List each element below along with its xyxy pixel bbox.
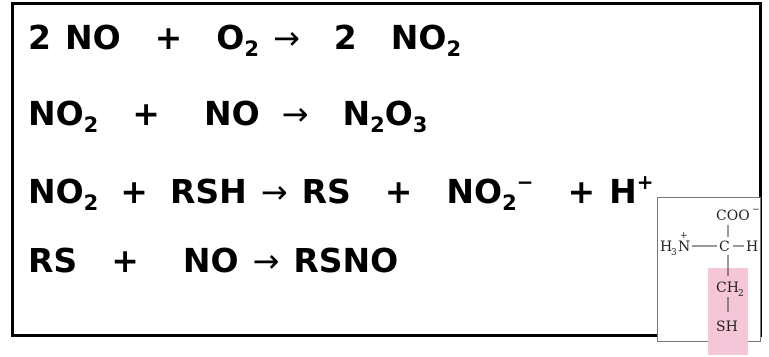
plus-sign: + [567,172,596,211]
reaction-arrow: → [252,242,280,280]
reaction-2: NO2+NO→N2O3 [28,97,427,136]
reaction-arrow: → [272,19,300,57]
cysteine-structure: COO − H 3 N + C H CH 2 SH [657,197,761,355]
formula: NO [390,18,447,57]
amine-subscript: 3 [671,248,677,258]
reaction-3: NO2+RSH→RS+NO2−+H+ [28,172,654,214]
subscript: 2 [370,113,385,137]
formula: O [384,94,413,133]
plus-sign: + [132,94,160,133]
formula: RS [301,172,351,211]
ch2-label: CH [716,280,739,296]
alpha-carbon-label: C [719,239,730,255]
plus-sign: + [384,172,413,211]
formula: NO [203,94,260,133]
formula: O [216,18,245,57]
formula: RSH [169,172,247,211]
carboxylate-label: COO [716,208,750,224]
reaction-4: RS + NO → RSNO [28,244,398,277]
formula: NO [64,18,121,57]
formula: RSNO [293,241,399,280]
amine-n-label: N [678,239,690,255]
formula: NO [28,172,84,211]
amine-h-label: H [660,239,672,255]
coefficient: 2 [333,18,357,57]
ch2-subscript: 2 [738,289,744,299]
alpha-h-label: H [746,239,758,255]
formula: RS [28,241,78,280]
subscript: 2 [244,37,259,61]
cysteine-structure-drawing: COO − H 3 N + C H CH 2 SH [660,205,760,355]
formula: N [342,94,371,133]
plus-sign: + [111,241,139,280]
subscript: 2 [502,191,517,215]
subscript: 3 [412,113,428,137]
formula: NO [28,94,84,133]
reaction-arrow: → [281,95,309,133]
subscript: 2 [83,191,99,215]
coefficient: 2 [28,18,51,57]
formula: H [609,172,637,211]
plus-sign: + [154,18,183,57]
thiol-label: SH [716,319,738,335]
carboxylate-charge: − [752,205,760,215]
formula: NO [182,241,239,280]
superscript-charge: − [516,170,534,194]
superscript-charge: + [636,170,654,194]
subscript: 2 [446,37,462,61]
amine-charge: + [680,231,688,241]
formula: NO [446,172,503,211]
reaction-arrow: → [260,173,288,211]
plus-sign: + [120,172,148,211]
subscript: 2 [83,113,99,137]
